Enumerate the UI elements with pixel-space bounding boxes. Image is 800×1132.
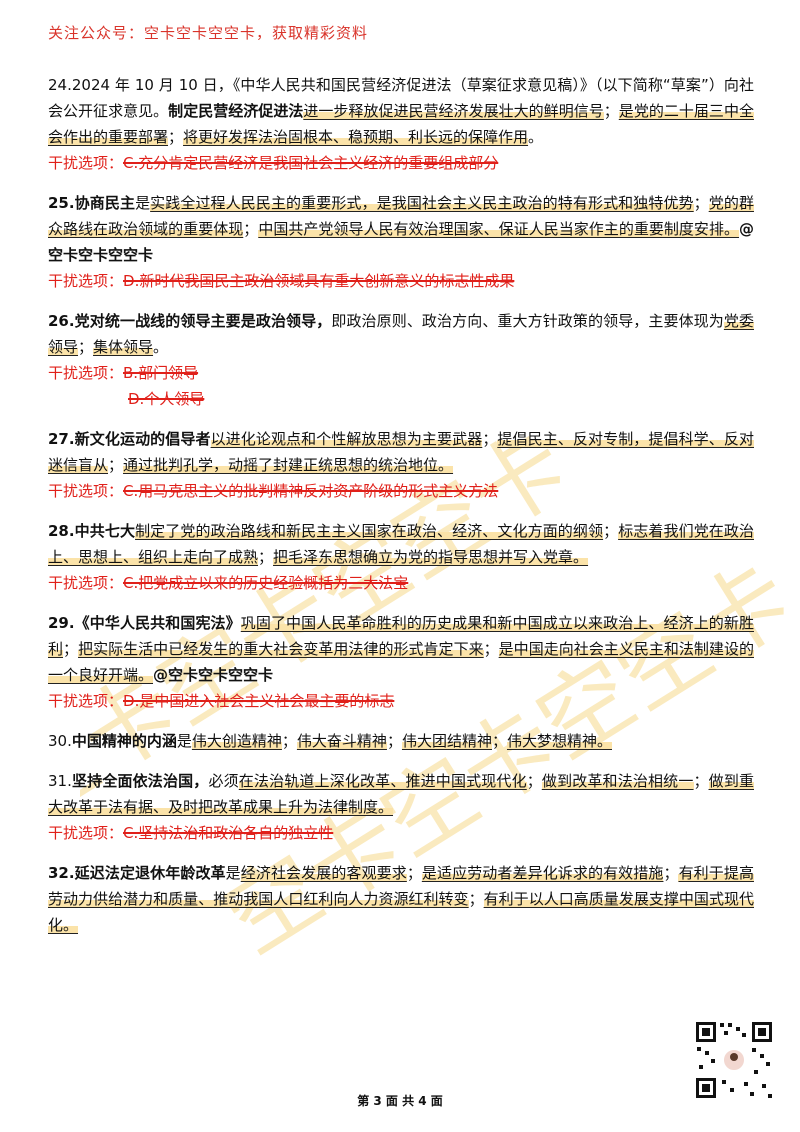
page-header: 关注公众号：空卡空卡空空卡，获取精彩资料 [48, 24, 369, 42]
question-28-text: 28.中共七大制定了党的政治路线和新民主主义国家在政治、经济、文化方面的纲领；标… [48, 522, 754, 566]
question-list: 24.2024 年 10 月 10 日，《中华人民共和国民营经济促进法（草案征求… [48, 72, 754, 952]
question-31: 31.坚持全面依法治国，必须在法治轨道上深化改革、推进中国式现代化；做到改革和法… [48, 768, 754, 846]
answer-point: 中国共产党领导人民有效治理国家、保证人民当家作主的重要制度安排。 [258, 220, 739, 238]
question-keyword: 延迟法定退休年龄改革 [74, 864, 226, 882]
question-29-text: 29.《中华人民共和国宪法》巩固了中国人民革命胜利的历史成果和新中国成立以来政治… [48, 614, 754, 684]
question-30: 30.中国精神的内涵是伟大创造精神；伟大奋斗精神；伟大团结精神；伟大梦想精神。 [48, 728, 754, 754]
distractor-line: 干扰选项：C.把党成立以来的历史经验概括为三大法宝 [48, 570, 754, 596]
question-lead: 2024 年 10 月 10 日，《中华人民共和国民营经济促进法（草案征求意见稿… [48, 76, 754, 120]
distractor-option: C.充分肯定民营经济是我国社会主义经济的重要组成部分 [123, 154, 499, 172]
distractor-option: D.是中国进入社会主义社会最主要的标志 [123, 692, 395, 710]
answer-point: 将更好发挥法治固根本、稳预期、利长远的保障作用 [183, 128, 529, 146]
distractor-label: 干扰选项： [48, 482, 124, 500]
question-number: 31. [48, 772, 72, 790]
distractor-line: 干扰选项：C.用马克思主义的批判精神反对资产阶级的形式主义方法 [48, 478, 754, 504]
question-keyword: 坚持全面依法治国， [71, 772, 209, 790]
distractor-label: 干扰选项： [48, 364, 124, 382]
question-keyword: 《中华人民共和国宪法》 [74, 614, 241, 632]
question-27-text: 27.新文化运动的倡导者以进化论观点和个性解放思想为主要武器；提倡民主、反对专制… [48, 430, 754, 474]
question-30-text: 30.中国精神的内涵是伟大创造精神；伟大奋斗精神；伟大团结精神；伟大梦想精神。 [48, 732, 612, 750]
question-lead: 是 [176, 732, 192, 750]
distractor-line: 干扰选项：D.新时代我国民主政治领域具有重大创新意义的标志性成果 [48, 268, 754, 294]
answer-point: 实践全过程人民民主的重要形式，是我国社会主义民主政治的特有形式和独特优势 [150, 194, 694, 212]
distractor-option: C.把党成立以来的历史经验概括为三大法宝 [123, 574, 409, 592]
qr-code-icon [694, 1020, 774, 1100]
question-32: 32.延迟法定退休年龄改革是经济社会发展的客观要求；是适应劳动者差异化诉求的有效… [48, 860, 754, 938]
question-keyword: 协商民主 [74, 194, 136, 212]
question-lead: 是 [135, 194, 151, 212]
brand-tag: @空卡空卡空空卡 [48, 220, 754, 264]
distractor-option: D.个人领导 [128, 390, 205, 408]
answer-point: 伟大创造精神 [191, 732, 282, 750]
distractor-line: 干扰选项：D.是中国进入社会主义社会最主要的标志 [48, 688, 754, 714]
answer-point: 制定了党的政治路线和新民主主义国家在政治、经济、文化方面的纲领 [135, 522, 604, 540]
question-lead: 即政治原则、政治方向、重大方针政策的领导，主要体现为 [331, 312, 724, 330]
question-26-text: 26.党对统一战线的领导主要是政治领导，即政治原则、政治方向、重大方针政策的领导… [48, 312, 754, 356]
answer-point: 伟大奋斗精神 [296, 732, 387, 750]
answer-point: 进一步释放促进民营经济发展壮大的鲜明信号 [303, 102, 604, 120]
answer-point: 伟大团结精神 [401, 732, 492, 750]
question-number: 26. [48, 312, 75, 330]
distractor-line: 干扰选项：C.坚持法治和政治各自的独立性 [48, 820, 754, 846]
distractor-option: B.部门领导 [123, 364, 199, 382]
question-keyword: 党对统一战线的领导主要是政治领导， [74, 312, 332, 330]
distractor-label: 干扰选项： [48, 272, 124, 290]
question-32-text: 32.延迟法定退休年龄改革是经济社会发展的客观要求；是适应劳动者差异化诉求的有效… [48, 864, 754, 934]
question-lead: 是 [225, 864, 241, 882]
answer-point: 在法治轨道上深化改革、推进中国式现代化 [238, 772, 527, 790]
question-25: 25.协商民主是实践全过程人民民主的重要形式，是我国社会主义民主政治的特有形式和… [48, 190, 754, 294]
distractor-line-extra: D.个人领导 [48, 386, 754, 412]
question-26: 26.党对统一战线的领导主要是政治领导，即政治原则、政治方向、重大方针政策的领导… [48, 308, 754, 412]
distractor-option: D.新时代我国民主政治领域具有重大创新意义的标志性成果 [123, 272, 515, 290]
answer-point: 做到改革和法治相统一 [541, 772, 694, 790]
question-28: 28.中共七大制定了党的政治路线和新民主主义国家在政治、经济、文化方面的纲领；标… [48, 518, 754, 596]
question-number: 29. [48, 614, 75, 632]
question-31-text: 31.坚持全面依法治国，必须在法治轨道上深化改革、推进中国式现代化；做到改革和法… [48, 772, 754, 816]
question-keyword: 中国精神的内涵 [71, 732, 177, 750]
question-number: 30. [48, 732, 72, 750]
distractor-label: 干扰选项： [48, 824, 124, 842]
distractor-line: 干扰选项：B.部门领导 [48, 360, 754, 386]
question-keyword: 中共七大 [74, 522, 136, 540]
answer-point: 以进化论观点和个性解放思想为主要武器 [210, 430, 483, 448]
answer-point: 把实际生活中已经发生的重大社会变革用法律的形式肯定下来 [78, 640, 484, 658]
answer-point: 经济社会发展的客观要求 [240, 864, 407, 882]
brand-tag: @空卡空卡空空卡 [153, 666, 274, 684]
question-number: 24. [48, 76, 72, 94]
distractor-option: C.坚持法治和政治各自的独立性 [123, 824, 334, 842]
page-number: 第 3 面 共 4 面 [357, 1094, 443, 1108]
question-number: 32. [48, 864, 75, 882]
distractor-line: 干扰选项：C.充分肯定民营经济是我国社会主义经济的重要组成部分 [48, 150, 754, 176]
question-lead: 必须 [208, 772, 239, 790]
distractor-option: C.用马克思主义的批判精神反对资产阶级的形式主义方法 [123, 482, 499, 500]
answer-point: 通过批判孔学，动摇了封建正统思想的统治地位。 [123, 456, 454, 474]
distractor-label: 干扰选项： [48, 692, 124, 710]
question-29: 29.《中华人民共和国宪法》巩固了中国人民革命胜利的历史成果和新中国成立以来政治… [48, 610, 754, 714]
distractor-label: 干扰选项： [48, 154, 124, 172]
answer-point: 把毛泽东思想确立为党的指导思想并写入党章。 [273, 548, 589, 566]
question-number: 28. [48, 522, 75, 540]
question-keyword: 新文化运动的倡导者 [74, 430, 211, 448]
question-number: 27. [48, 430, 75, 448]
question-number: 25. [48, 194, 75, 212]
question-25-text: 25.协商民主是实践全过程人民民主的重要形式，是我国社会主义民主政治的特有形式和… [48, 194, 754, 264]
answer-point: 集体领导 [93, 338, 154, 356]
answer-point: 伟大梦想精神。 [506, 732, 612, 750]
question-keyword: 制定民营经济促进法 [168, 102, 304, 120]
answer-point: 是适应劳动者差异化诉求的有效措施 [421, 864, 664, 882]
question-24-text: 24.2024 年 10 月 10 日，《中华人民共和国民营经济促进法（草案征求… [48, 76, 754, 146]
question-24: 24.2024 年 10 月 10 日，《中华人民共和国民营经济促进法（草案征求… [48, 72, 754, 176]
question-27: 27.新文化运动的倡导者以进化论观点和个性解放思想为主要武器；提倡民主、反对专制… [48, 426, 754, 504]
distractor-label: 干扰选项： [48, 574, 124, 592]
